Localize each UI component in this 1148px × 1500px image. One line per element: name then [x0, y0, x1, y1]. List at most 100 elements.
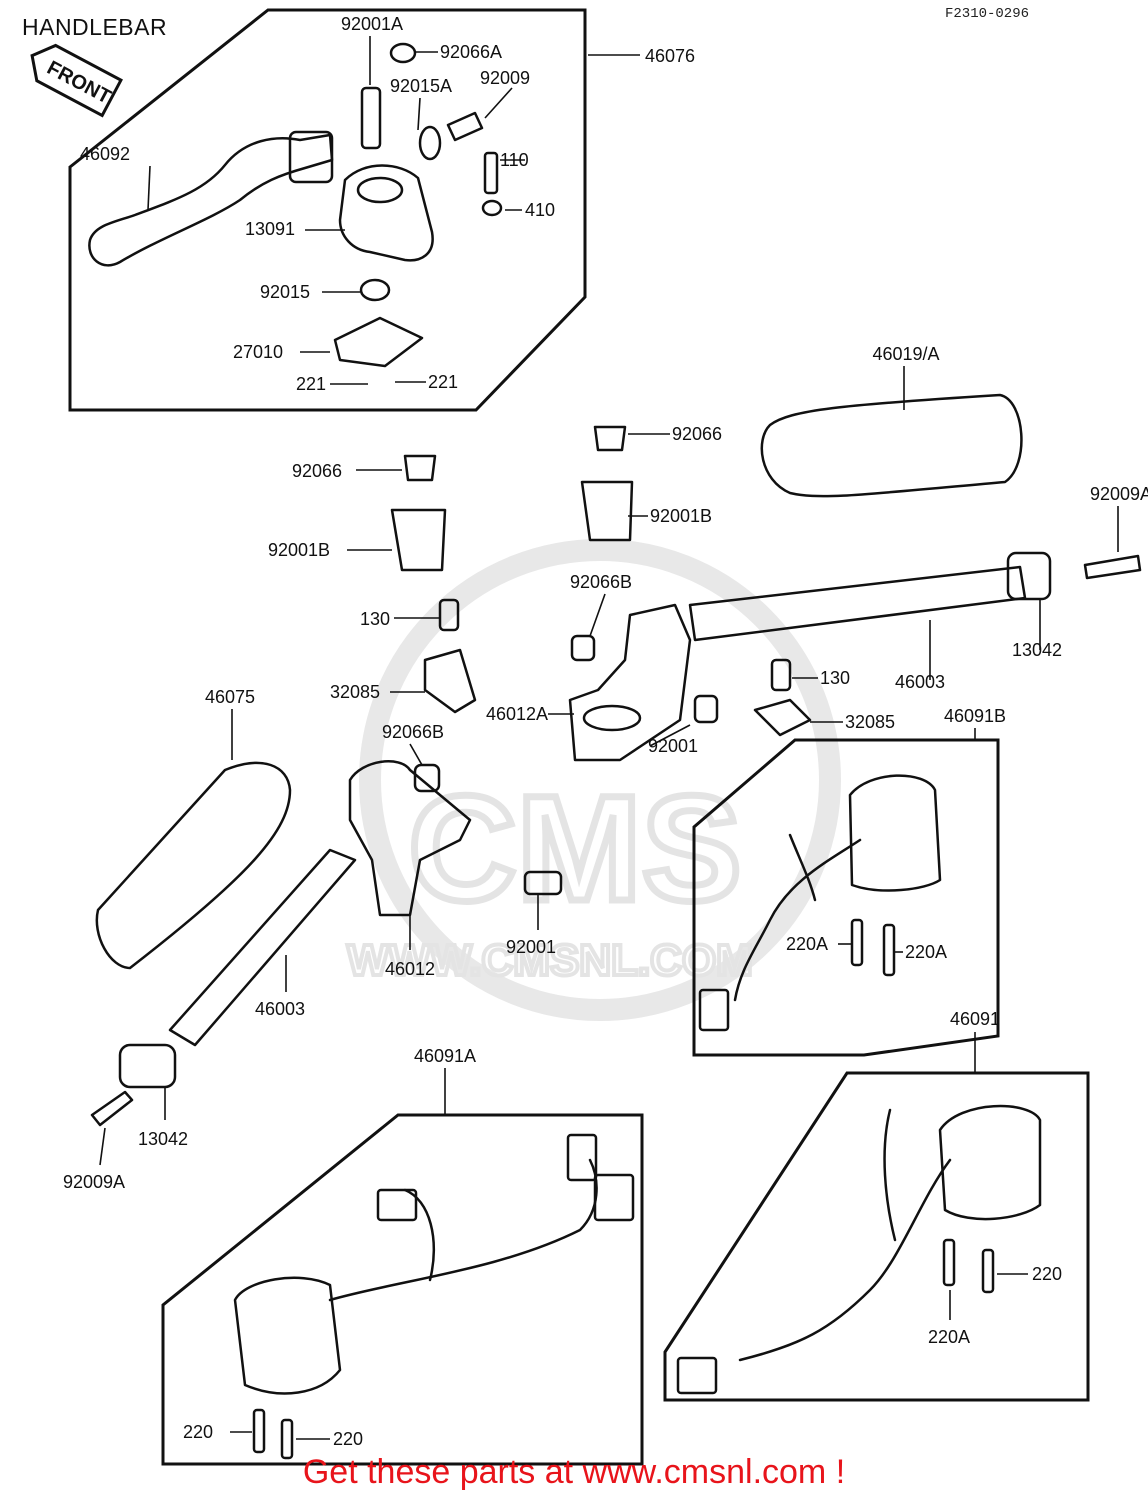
left-switch-connector-c: [376, 1188, 418, 1222]
bolt-110: [483, 151, 499, 195]
bolt-130-right: [770, 658, 792, 692]
part-label: 92066B: [570, 572, 632, 592]
part-label: 46091B: [944, 706, 1006, 726]
group-boxes: [68, 8, 1090, 1466]
screw-220a-b: [882, 923, 896, 977]
part-label: 92066: [672, 424, 722, 444]
right-switch-harness: [733, 838, 862, 1002]
starter-switch-box: [663, 1071, 1090, 1402]
part-label: 92001: [648, 736, 698, 756]
cap-92066-left: [403, 454, 437, 482]
right-switch-box: [692, 738, 1000, 1057]
part-label: 46019/A: [872, 344, 939, 364]
leader-lines: [99, 36, 1119, 1440]
figure-number: F2310-0296: [945, 6, 1030, 22]
leader-line: [409, 743, 423, 766]
bar-weight-13042-right: [1006, 551, 1052, 601]
starter-switch-harness: [738, 1158, 952, 1362]
screw-220-a: [252, 1408, 266, 1454]
part-label: 46091A: [414, 1046, 476, 1066]
right-switch-wire: [788, 833, 817, 902]
watermark-url: WWW.CMSNL.COM: [347, 936, 753, 985]
washer-92015a: [418, 125, 442, 161]
part-label: 27010: [233, 342, 283, 362]
leader-line: [417, 97, 421, 131]
right-switch-housing: [848, 774, 942, 892]
cap-92066-right: [593, 425, 627, 452]
part-label: 221: [428, 372, 458, 392]
part-label: 220: [333, 1429, 363, 1449]
part-label: 220: [1032, 1264, 1062, 1284]
part-label: 92015A: [390, 76, 452, 96]
starter-switch-housing: [938, 1104, 1042, 1221]
part-label: 13042: [138, 1129, 188, 1149]
left-switch-box: [161, 1113, 644, 1466]
part-label: 92066B: [382, 722, 444, 742]
part-label: 46012A: [486, 704, 548, 724]
bolt-92009: [446, 111, 484, 142]
left-switch-connector-b: [593, 1173, 635, 1222]
rubber-92066b-right: [570, 634, 596, 662]
part-label: 92001B: [268, 540, 330, 560]
bracket-32085-right: [753, 698, 812, 737]
part-label: 13042: [1012, 640, 1062, 660]
left-switch-connector-a: [566, 1133, 598, 1182]
part-label: 46092: [80, 144, 130, 164]
leader-line: [649, 724, 691, 747]
left-handlebar: [168, 848, 357, 1047]
part-label: 220A: [928, 1327, 970, 1347]
part-label: 32085: [330, 682, 380, 702]
front-badge: FRONT: [30, 43, 123, 118]
right-grip: [760, 393, 1023, 498]
bolt-130-left: [438, 598, 460, 632]
part-label: 92066: [292, 461, 342, 481]
brake-lever-pivot: [288, 130, 334, 184]
reservoir-cap: [356, 176, 404, 204]
part-label: 46076: [645, 46, 695, 66]
right-switch-connector: [698, 988, 730, 1032]
part-label: 130: [360, 609, 390, 629]
left-clamp: [348, 760, 472, 917]
leader-line: [484, 87, 513, 119]
part-label: 92001A: [341, 14, 403, 34]
cap-92066a: [389, 42, 417, 64]
part-label: 92001: [506, 937, 556, 957]
left-switch-harness: [328, 1158, 598, 1302]
right-clamp: [568, 603, 692, 762]
bolt-92001-right: [693, 694, 719, 724]
part-label: 46012: [385, 959, 435, 979]
bar-weight-13042-left: [118, 1043, 177, 1089]
watermark: CMS WWW.CMSNL.COM: [345, 539, 841, 1021]
rubber-92066b-left: [413, 763, 441, 793]
part-label: 130: [820, 668, 850, 688]
part-label: 46091: [950, 1009, 1000, 1029]
washer-92015: [359, 278, 391, 302]
screw-220-c: [981, 1248, 995, 1294]
part-label: 92066A: [440, 42, 502, 62]
part-label: 46003: [895, 672, 945, 692]
footer-link[interactable]: Get these parts at www.cmsnl.com !: [302, 1453, 846, 1491]
starter-switch-wire: [883, 1108, 897, 1242]
master-cylinder: [338, 164, 434, 262]
watermark-logo: CMS: [408, 764, 741, 932]
bolt-92001-left: [523, 870, 563, 896]
part-label: 46003: [255, 999, 305, 1019]
part-sketches: [88, 42, 1142, 1460]
part-label: 110: [500, 150, 529, 170]
bar-end-92001b-right: [580, 480, 634, 542]
bolt-92009a-left: [90, 1090, 134, 1127]
part-label: 92001B: [650, 506, 712, 526]
part-label: 32085: [845, 712, 895, 732]
left-switch-wire: [403, 1188, 436, 1282]
leader-line: [147, 165, 151, 211]
part-label: 92009: [480, 68, 530, 88]
left-switch-housing: [233, 1276, 342, 1395]
bracket-32085-left: [423, 648, 477, 714]
part-label: 46075: [205, 687, 255, 707]
left-grip: [95, 761, 292, 970]
screw-220a-c: [942, 1238, 956, 1287]
screw-220a-a: [850, 918, 864, 967]
part-label: 221: [296, 374, 326, 394]
part-label: 92009A: [1090, 484, 1148, 504]
